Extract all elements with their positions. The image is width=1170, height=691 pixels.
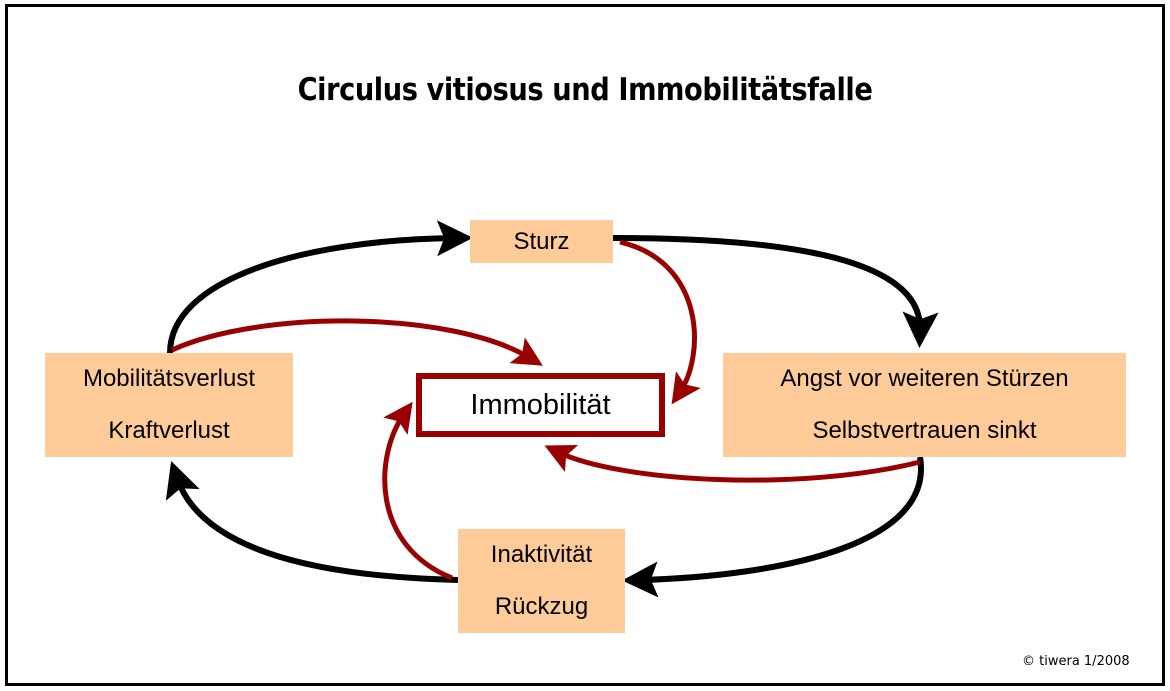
arrow-sturz-to-angst xyxy=(612,235,939,348)
node-angst-line1: Angst vor weiteren Stürzen xyxy=(780,365,1069,392)
copyright: © tiwera 1/2008 xyxy=(1022,654,1130,669)
node-mobilitaet-line1: Mobilitätsverlust xyxy=(82,365,256,392)
diagram-title: Circulus vitiosus und Immobilitätsfalle xyxy=(297,72,873,108)
node-angst-line2: Selbstvertrauen sinkt xyxy=(812,417,1037,444)
arrow-inaktivitaet-to-immobilitaet xyxy=(382,401,453,581)
node-immobilitaet: Immobilität xyxy=(416,373,665,437)
node-angst: Angst vor weiteren Stürzen Selbstvertrau… xyxy=(723,353,1126,457)
node-inaktivitaet-line2: Rückzug xyxy=(494,593,589,620)
node-sturz-label: Sturz xyxy=(513,227,570,255)
node-sturz: Sturz xyxy=(470,220,613,263)
node-mobilitaet-line2: Kraftverlust xyxy=(108,417,230,444)
arrow-inaktivitaet-to-mobilitaet xyxy=(165,460,459,583)
arrow-mobilitaet-to-sturz xyxy=(167,220,473,354)
node-mobilitaet: Mobilitätsverlust Kraftverlust xyxy=(45,353,293,457)
diagram-frame xyxy=(5,4,1165,686)
arrow-angst-to-immobilitaet xyxy=(544,445,921,483)
arrow-mobilitaet-to-immobilitaet xyxy=(170,318,543,366)
node-inaktivitaet-line1: Inaktivität xyxy=(490,541,593,568)
node-immobilitaet-label: Immobilität xyxy=(470,388,611,421)
arrow-angst-to-inaktivitaet xyxy=(622,456,924,598)
node-inaktivitaet: Inaktivität Rückzug xyxy=(458,529,625,633)
arrow-sturz-to-immobilitaet xyxy=(619,239,701,405)
